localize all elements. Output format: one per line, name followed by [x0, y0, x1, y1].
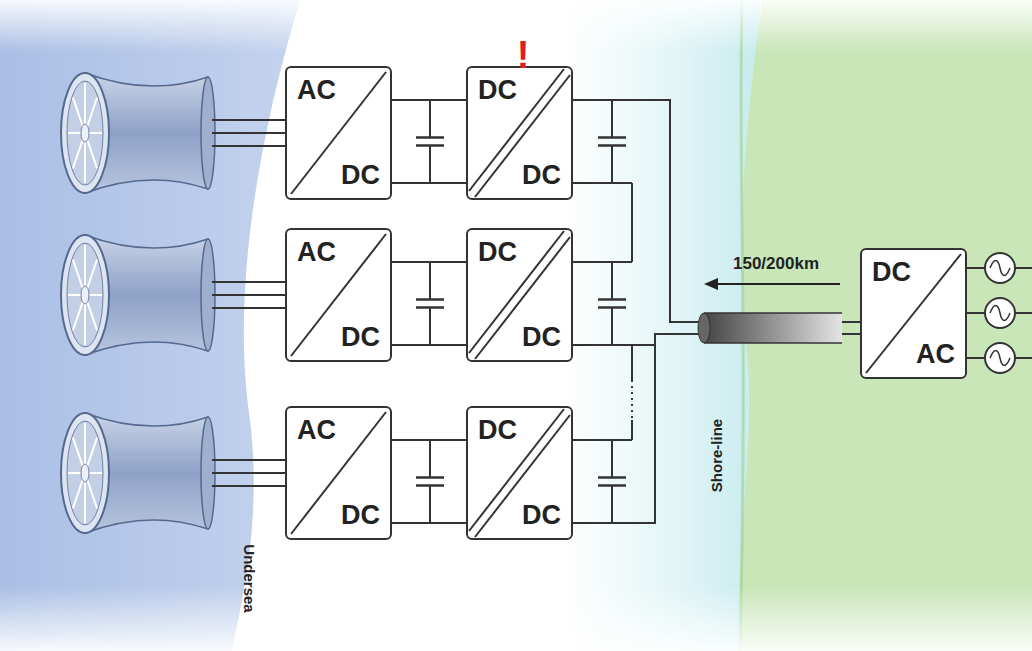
cable-illustration — [698, 313, 842, 343]
wire — [1015, 312, 1032, 314]
converter-box: DC DC — [466, 228, 573, 362]
wire — [212, 294, 285, 296]
capacitor-symbol — [598, 136, 626, 139]
capacitor-symbol — [598, 298, 626, 301]
wire — [967, 312, 985, 314]
converter-label: DC — [341, 324, 380, 351]
wire — [967, 357, 985, 359]
converter-label: DC — [522, 162, 561, 189]
sea-label: Undersea — [242, 544, 257, 612]
sine-symbol — [990, 306, 1010, 321]
wire — [212, 307, 285, 309]
wire — [212, 485, 285, 487]
wire — [429, 100, 431, 138]
capacitor-symbol — [416, 484, 444, 487]
power-wire — [573, 334, 860, 523]
converter-box: AC DC — [285, 406, 392, 540]
wire — [573, 182, 632, 184]
converter-label: DC — [478, 239, 517, 266]
converter-label: DC — [522, 502, 561, 529]
converter-box: DC AC — [860, 248, 967, 379]
converter-box: AC DC — [285, 228, 392, 362]
sine-symbol — [990, 261, 1010, 276]
wire — [1015, 267, 1032, 269]
converter-label: AC — [916, 341, 955, 368]
wire — [573, 261, 632, 263]
converter-box: DC DC — [466, 406, 573, 540]
shore-label: Shore-line — [709, 418, 724, 491]
capacitor-symbol — [416, 476, 444, 479]
ac-source-symbol — [985, 253, 1015, 283]
wire — [212, 472, 285, 474]
capacitor-symbol — [416, 144, 444, 147]
wire — [631, 380, 633, 420]
wire — [631, 183, 633, 262]
wire — [611, 486, 613, 524]
ac-source-symbol — [985, 298, 1015, 328]
wire — [654, 372, 656, 420]
converter-label: DC — [872, 259, 911, 286]
wire — [429, 146, 431, 184]
wire — [212, 132, 285, 134]
wire — [967, 267, 985, 269]
converter-label: AC — [297, 417, 336, 444]
warning-mark: ! — [517, 36, 530, 74]
turbine-illustration — [61, 73, 215, 193]
converter-label: DC — [522, 324, 561, 351]
wire — [429, 308, 431, 346]
distance-arrow — [716, 283, 840, 285]
capacitor-symbol — [598, 144, 626, 147]
wire — [611, 100, 613, 138]
converter-box: DC DC — [466, 66, 573, 200]
capacitor-symbol — [416, 306, 444, 309]
wire — [611, 146, 613, 184]
capacitor-symbol — [598, 306, 626, 309]
converter-label: AC — [297, 77, 336, 104]
wire — [631, 345, 633, 380]
wire — [631, 420, 633, 440]
capacitor-symbol — [416, 136, 444, 139]
converter-box: AC DC — [285, 66, 392, 200]
wire — [429, 440, 431, 478]
wire — [212, 119, 285, 121]
converter-label: AC — [297, 239, 336, 266]
turbine-illustration — [61, 235, 215, 355]
distance-label: 150/200km — [733, 255, 819, 272]
converter-label: DC — [478, 77, 517, 104]
wire — [212, 459, 285, 461]
converter-label: DC — [341, 502, 380, 529]
capacitor-symbol — [598, 484, 626, 487]
wire — [573, 439, 632, 441]
ac-source-symbol — [985, 343, 1015, 373]
capacitor-symbol — [416, 298, 444, 301]
wire — [429, 486, 431, 524]
wire — [611, 440, 613, 478]
turbine-illustration — [61, 413, 215, 533]
capacitor-symbol — [598, 476, 626, 479]
wire — [429, 262, 431, 300]
wire — [212, 145, 285, 147]
power-wire — [573, 100, 860, 322]
converter-label: DC — [478, 417, 517, 444]
wire — [1015, 357, 1032, 359]
wire — [611, 262, 613, 300]
converter-label: DC — [341, 162, 380, 189]
distance-arrowhead — [704, 278, 718, 290]
wire — [611, 308, 613, 346]
sine-symbol — [990, 351, 1010, 366]
wire — [212, 281, 285, 283]
